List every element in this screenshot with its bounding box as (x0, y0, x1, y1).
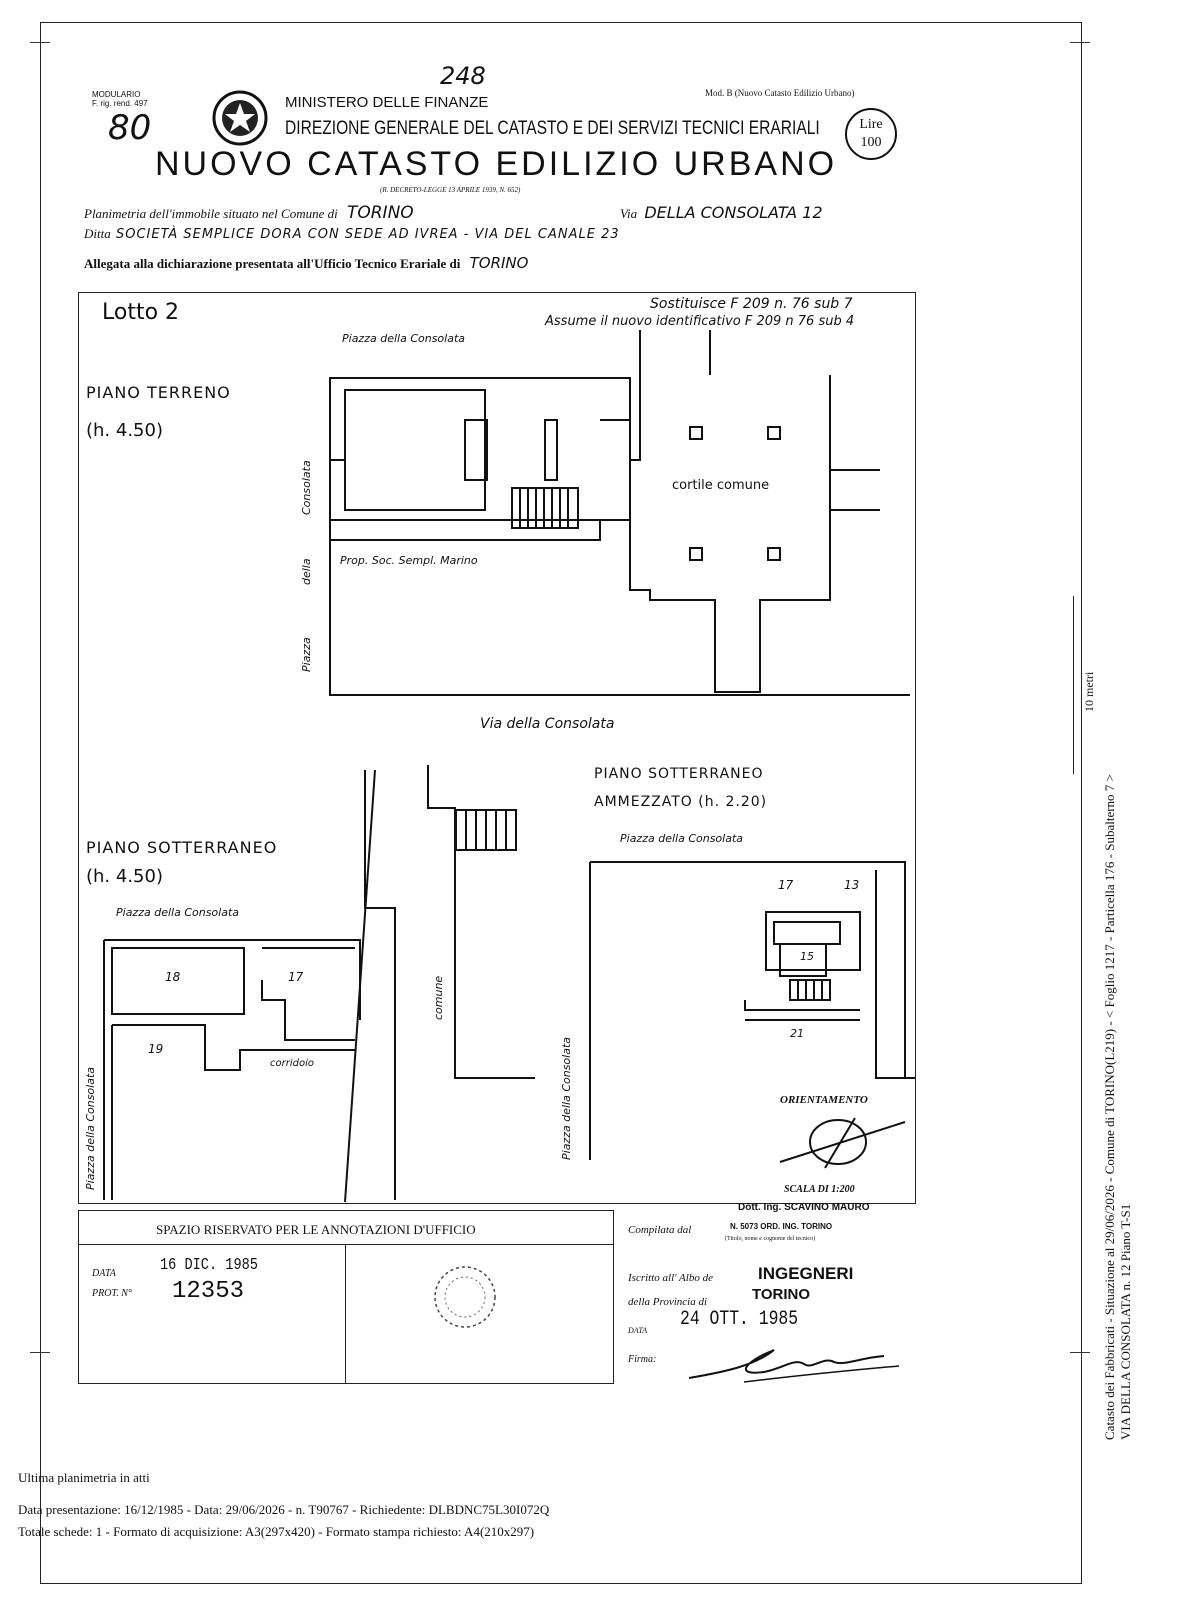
sheet-frame (40, 22, 1082, 1584)
prop-label: Prop. Soc. Sempl. Marino (340, 554, 478, 567)
revenue-stamp: Lire 100 (845, 108, 897, 160)
engineer-number: N. 5073 ORD. ING. TORINO (730, 1222, 833, 1231)
compilata-label: Compilata dal (628, 1224, 692, 1236)
room-17: 17 (288, 970, 304, 984)
piazza-vertical-label: Piazza (300, 637, 313, 672)
iscritto-label: Iscritto all' Albo de (628, 1272, 713, 1284)
direction-title: DIREZIONE GENERALE DEL CATASTO E DEI SER… (285, 118, 820, 139)
provincia-value: TORINO (752, 1286, 811, 1303)
engineer-name: Dott. Ing. SCAVINO MAURO (738, 1202, 870, 1213)
via-bottom-label: Via della Consolata (480, 716, 615, 732)
room-19: 19 (148, 1042, 164, 1056)
right-street-vertical-label: Piazza della Consolata (560, 1036, 573, 1160)
ditta-value: SOCIETÀ SEMPLICE DORA CON SEDE AD IVREA … (115, 227, 620, 242)
scale-bar-label: 10 metri (1082, 671, 1096, 712)
room-13: 13 (844, 878, 860, 892)
form-line-ditta: Ditta SOCIETÀ SEMPLICE DORA CON SEDE AD … (84, 226, 620, 242)
plan-frame (78, 292, 916, 1204)
office-box-divider-v (345, 1244, 346, 1383)
tick-mark (1070, 42, 1090, 43)
piazza-right-label: Piazza della Consolata (620, 832, 744, 845)
room-15: 15 (800, 950, 814, 963)
handwritten-top-number: 248 (440, 62, 486, 90)
ultima-planimetria: Ultima planimetria in atti (18, 1470, 150, 1485)
piazza-top-label: Piazza della Consolata (342, 332, 466, 345)
piazza-left-label: Piazza della Consolata (116, 906, 240, 919)
side-address-text: VIA DELLA CONSOLATA n. 12 Piano T-S1 (1118, 1203, 1133, 1440)
ufficio-value: TORINO (469, 254, 529, 272)
cortile-label: cortile comune (672, 478, 770, 493)
firma-label: Firma: (628, 1354, 657, 1365)
form-line-ufficio: Allegata alla dichiarazione presentata a… (84, 254, 529, 272)
spazio-riservato-title: SPAZIO RISERVATO PER LE ANNOTAZIONI D'UF… (156, 1222, 476, 1237)
ministry-title: MINISTERO DELLE FINANZE (285, 94, 489, 111)
office-seal-icon (434, 1266, 496, 1328)
decree-line: (R. DECRETO-LEGGE 13 APRILE 1939, N. 652… (380, 186, 521, 194)
scala-label: SCALA DI 1:200 (784, 1184, 855, 1195)
orientamento-label: ORIENTAMENTO (780, 1094, 868, 1106)
handwritten-number: 80 (108, 108, 152, 148)
piano-sott-label: PIANO SOTTERRANEO (86, 838, 278, 857)
form-line-via: Via DELLA CONSOLATA 12 (620, 203, 823, 222)
corridoio-label: corridoio (270, 1058, 314, 1069)
tick-mark (30, 42, 50, 43)
sostituisce-label: Sostituisce F 209 n. 76 sub 7 (650, 296, 853, 312)
lotto-label: Lotto 2 (102, 300, 180, 325)
scale-bar (1073, 596, 1074, 774)
signature-icon (688, 1349, 900, 1383)
room-18: 18 (165, 970, 181, 984)
left-street-vertical-label: Piazza della Consolata (84, 1066, 97, 1190)
room-21: 21 (790, 1027, 804, 1040)
side-catasto-text: Catasto dei Fabbricati - Situazione al 2… (1102, 774, 1117, 1440)
della-vertical-label: della (300, 558, 313, 585)
comune-value: TORINO (346, 203, 414, 223)
provincia-label: della Provincia di (628, 1296, 708, 1308)
piano-terreno-height: (h. 4.50) (86, 420, 163, 441)
consolata-vertical-label: Consolata (300, 460, 313, 515)
engineer-note: (Titolo, nome e cognome del tecnico) (725, 1236, 816, 1242)
footer-line-2: Totale schede: 1 - Formato di acquisizio… (18, 1524, 535, 1539)
ammezzato-label: AMMEZZATO (h. 2.20) (594, 794, 768, 810)
main-title: NUOVO CATASTO EDILIZIO URBANO (155, 145, 838, 183)
assume-label: Assume il nuovo identificativo F 209 n 7… (545, 314, 855, 329)
data-label: DATA (92, 1268, 116, 1279)
via-value: DELLA CONSOLATA 12 (644, 203, 823, 222)
tick-mark (30, 1352, 50, 1353)
mod-b-label: Mod. B (Nuovo Catasto Edilizio Urbano) (705, 88, 855, 98)
room-17b: 17 (778, 878, 794, 892)
footer-line-1: Data presentazione: 16/12/1985 - Data: 2… (18, 1502, 550, 1517)
albo-value: INGEGNERI (758, 1264, 854, 1283)
prot-stamp-value: 12353 (172, 1278, 245, 1305)
form-line-comune: Planimetria dell'immobile situato nel Co… (84, 203, 414, 223)
data-stamp-value: 16 DIC. 1985 (160, 1256, 258, 1275)
office-annotations-box (78, 1210, 614, 1384)
state-emblem-icon (212, 90, 268, 146)
piano-sott-ammezz-label: PIANO SOTTERRANEO (594, 766, 764, 782)
tick-mark (1070, 1352, 1090, 1353)
piano-sott-height: (h. 4.50) (86, 866, 163, 887)
data2-value: 24 OTT. 1985 (680, 1308, 799, 1331)
comune-vertical-label: comune (432, 975, 445, 1020)
prot-label: PROT. N° (92, 1288, 132, 1299)
piano-terreno-label: PIANO TERRENO (86, 383, 231, 402)
data2-label: DATA (628, 1326, 648, 1335)
